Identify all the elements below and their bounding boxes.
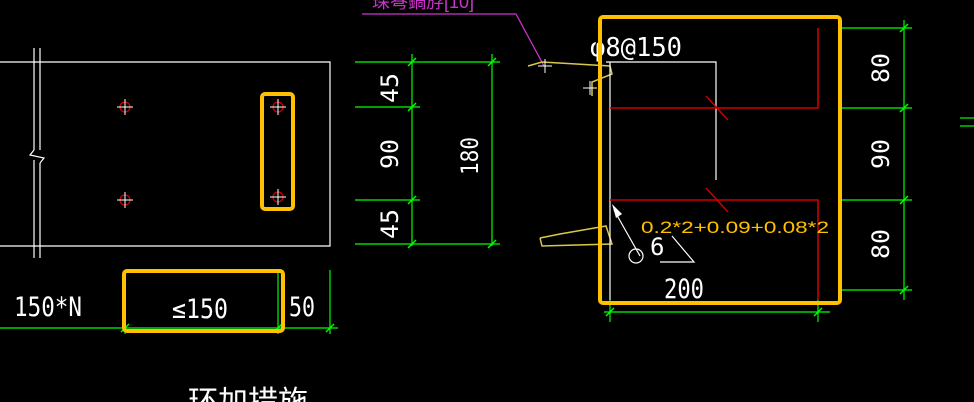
highlight-box-le150 xyxy=(122,269,285,333)
angle-symbol xyxy=(612,204,696,264)
bottom-caption-partial: 环加措施 xyxy=(188,386,308,402)
break-line xyxy=(28,48,46,258)
steel-angle-bottom xyxy=(539,225,614,247)
formula-annotation: 0.2*2+0.09+0.08*2 xyxy=(641,218,829,237)
plate-elevation xyxy=(0,48,331,258)
dim-200-label: 200 xyxy=(664,274,704,305)
dim-90-right-label: 90 xyxy=(867,139,895,169)
rebar-bottom xyxy=(610,199,819,300)
rebar-top xyxy=(610,28,819,109)
leader-line xyxy=(362,13,545,67)
bolt-hole xyxy=(117,99,133,115)
rebar-spec-label: φ8@150 xyxy=(590,33,682,63)
dim-45-bottom-label: 45 xyxy=(376,209,404,239)
leader-note-partial: 琛弮鍋斿[10] xyxy=(372,0,474,12)
dim-45-top-label: 45 xyxy=(376,73,404,103)
dim-90-left-label: 90 xyxy=(376,139,404,169)
vertical-dimension-left xyxy=(355,54,500,249)
plate-outline xyxy=(0,61,331,247)
dim-50-label: 50 xyxy=(289,292,315,323)
section-detail xyxy=(606,28,819,300)
dim-le150-label: ≤150 xyxy=(172,294,228,325)
bolt-hole xyxy=(117,192,133,208)
anchor-crosshair xyxy=(538,59,597,95)
dim-150n-label: 150*N xyxy=(14,292,82,323)
highlight-box-section xyxy=(598,15,842,305)
dim-180-label: 180 xyxy=(456,137,484,175)
bolt-hole xyxy=(270,189,286,205)
dim-80-top-label: 80 xyxy=(867,53,895,83)
dim-80-bottom-label: 80 xyxy=(867,229,895,259)
bolt-hole xyxy=(270,99,286,115)
highlight-box-bolts xyxy=(260,92,295,211)
angle-6-label: 6 xyxy=(650,233,664,261)
vertical-dimension-right xyxy=(842,20,974,300)
steel-angle-top xyxy=(527,61,613,96)
